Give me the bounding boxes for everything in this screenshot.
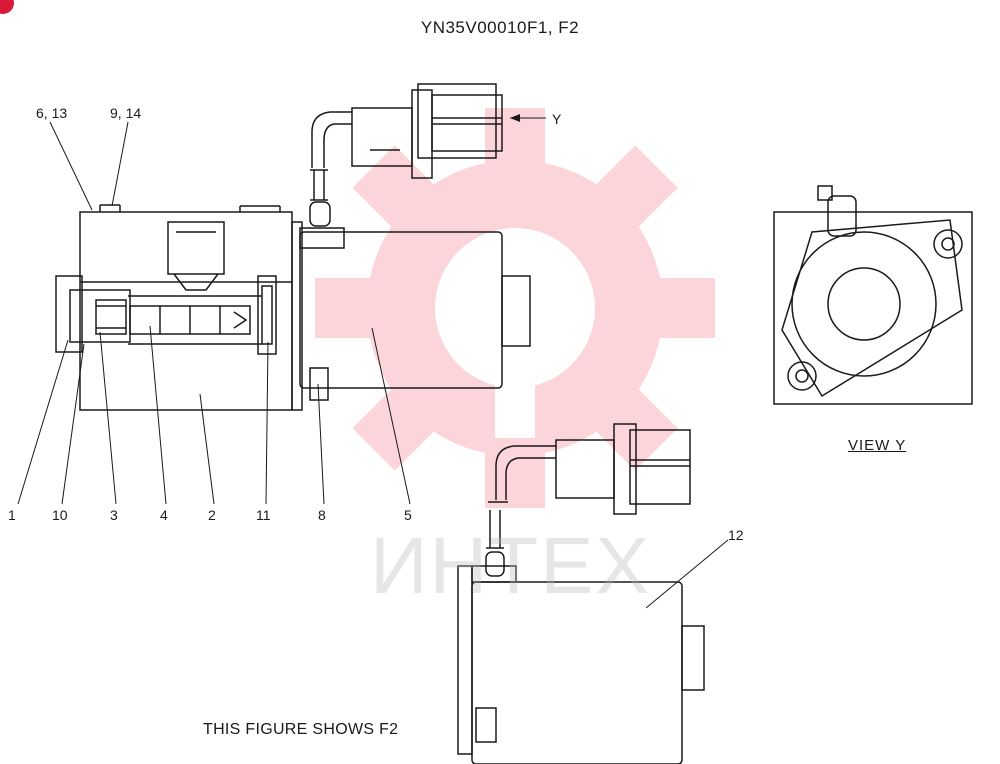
callout-5: 5 bbox=[404, 507, 412, 523]
upper-connector bbox=[309, 83, 503, 227]
arrow-icon bbox=[510, 114, 520, 122]
callout-11: 11 bbox=[256, 507, 271, 523]
callout-1: 1 bbox=[8, 507, 16, 523]
cap bbox=[257, 275, 277, 355]
callout-10: 10 bbox=[52, 507, 68, 523]
callout-4: 4 bbox=[160, 507, 168, 523]
figure-caption: THIS FIGURE SHOWS F2 bbox=[203, 721, 399, 738]
callout-6-13: 6, 13 bbox=[36, 105, 67, 121]
view-y-drawing bbox=[773, 185, 973, 405]
valve-body bbox=[79, 204, 293, 411]
callout-12: 12 bbox=[728, 527, 744, 543]
watermark-gear-icon bbox=[315, 108, 715, 508]
corner-mark bbox=[0, 0, 14, 14]
view-y-label: VIEW Y bbox=[848, 437, 907, 454]
callout-2: 2 bbox=[208, 507, 216, 523]
solenoid-f2 bbox=[457, 565, 705, 764]
solenoid bbox=[291, 221, 531, 411]
watermark-text: ИНТЕХ bbox=[370, 521, 651, 610]
callout-9-14: 9, 14 bbox=[110, 105, 141, 121]
arrow-label-y: Y bbox=[552, 111, 562, 127]
lower-connector bbox=[485, 423, 691, 577]
callout-3: 3 bbox=[110, 507, 118, 523]
leader-lines bbox=[17, 117, 729, 609]
spool bbox=[128, 295, 262, 345]
plug-end bbox=[55, 275, 131, 353]
callout-8: 8 bbox=[318, 507, 326, 523]
diagram-title: YN35V00010F1, F2 bbox=[420, 18, 580, 37]
